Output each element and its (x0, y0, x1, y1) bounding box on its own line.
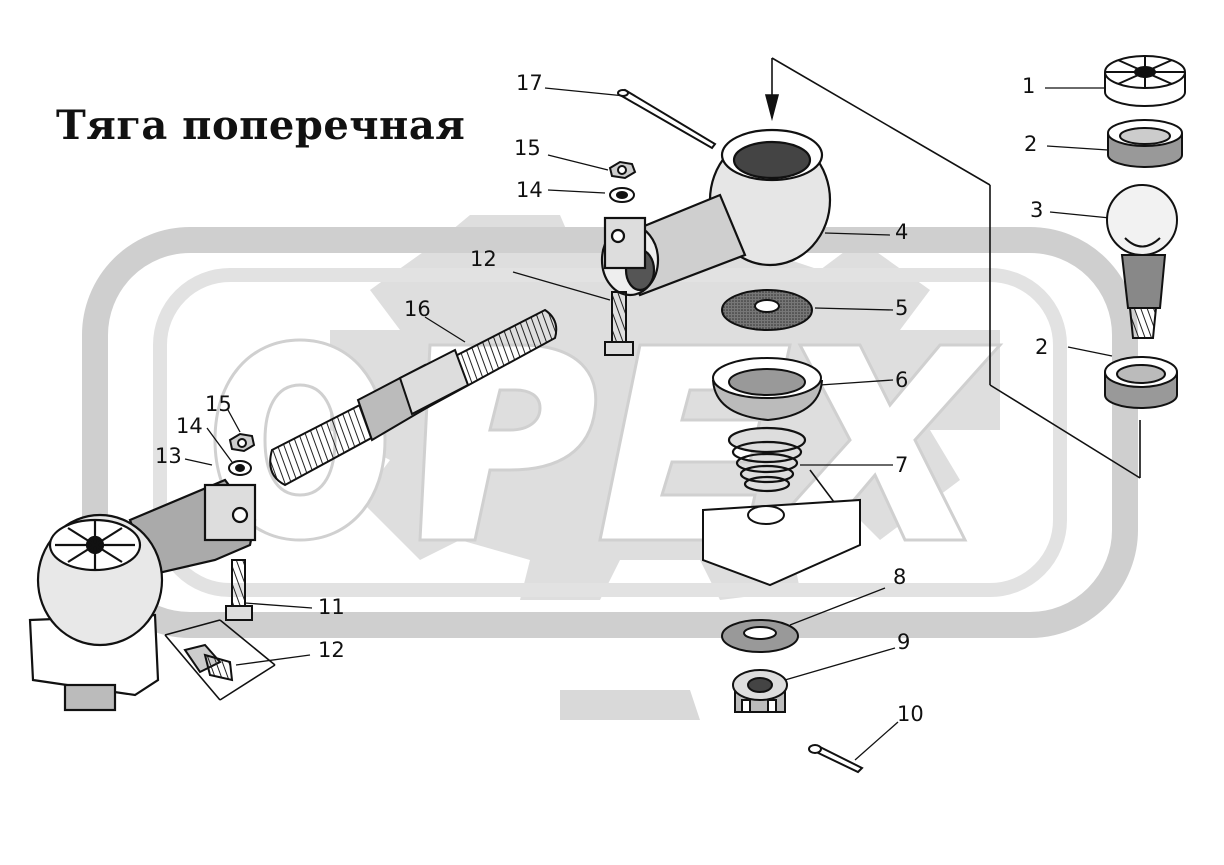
page-title: Тяга поперечная (56, 102, 466, 149)
cotter-pin-icon (808, 744, 864, 774)
callout-6: 6 (895, 368, 909, 392)
spring-washer-icon-lower (228, 460, 252, 476)
callout-4: 4 (895, 220, 909, 244)
tie-rod-end-housing-icon (600, 128, 832, 297)
callout-11: 11 (318, 595, 345, 619)
callout-7: 7 (895, 453, 909, 477)
callout-10: 10 (897, 702, 924, 726)
cup-icon (712, 357, 823, 422)
callout-17: 17 (516, 71, 543, 95)
bolt-icon-upper (604, 291, 634, 356)
callout-13: 13 (155, 444, 182, 468)
spring-icon (727, 426, 807, 493)
ring-icon-lower (1104, 356, 1178, 409)
callout-2-upper: 2 (1024, 132, 1038, 156)
cotter-pin-icon-upper (617, 88, 717, 150)
callout-15-upper: 15 (514, 136, 541, 160)
callout-8: 8 (893, 565, 907, 589)
felt-seal-icon (721, 289, 813, 331)
nut-icon-lower (228, 432, 256, 453)
mounting-block-icon (702, 498, 861, 587)
tie-rod-end-icon (28, 478, 257, 712)
assembly-bracket-lines (164, 57, 1141, 701)
callout-3: 3 (1030, 198, 1044, 222)
callout-14-lower: 14 (176, 414, 203, 438)
callout-5: 5 (895, 296, 909, 320)
spring-washer-icon (609, 187, 635, 203)
callout-leader-lines (184, 87, 1113, 761)
callout-14-upper: 14 (516, 178, 543, 202)
washer-icon (721, 619, 799, 653)
callout-12-upper: 12 (470, 247, 497, 271)
bolt-icon (225, 559, 253, 621)
callout-2-lower: 2 (1035, 335, 1049, 359)
callout-1: 1 (1022, 74, 1036, 98)
callout-9: 9 (897, 630, 911, 654)
callout-16: 16 (404, 297, 431, 321)
ring-icon (1107, 119, 1183, 168)
threaded-rod-icon (269, 308, 558, 487)
grease-fitting-icon (183, 643, 234, 682)
ball-pin-icon (1106, 184, 1178, 339)
callout-12-lower: 12 (318, 638, 345, 662)
dust-cap-icon (1104, 55, 1186, 107)
nut-icon (608, 160, 637, 180)
callout-15-lower: 15 (205, 392, 232, 416)
castle-nut-icon (732, 669, 788, 713)
